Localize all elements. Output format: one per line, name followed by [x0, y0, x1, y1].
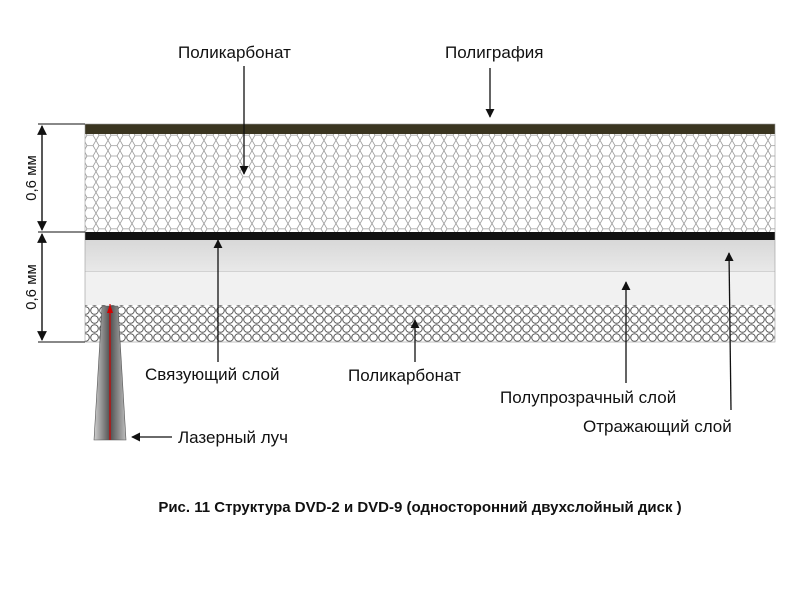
reflective-light-layer — [85, 272, 775, 305]
dimension-lower-label: 0,6 мм — [23, 264, 40, 310]
semi-transparent-gray-layer — [85, 240, 775, 272]
label-semi-transparent-layer: Полупрозрачный слой — [500, 388, 676, 407]
laser-axis-arrowhead — [107, 304, 113, 313]
label-polycarbonate-top: Поликарбонат — [178, 43, 291, 62]
printing-layer — [85, 124, 775, 134]
dimension-upper-label: 0,6 мм — [23, 155, 40, 201]
label-reflective-layer: Отражающий слой — [583, 417, 732, 436]
label-laser-beam: Лазерный луч — [178, 428, 288, 447]
dimension-upper: 0,6 мм — [23, 123, 85, 233]
polycarbonate-bottom-layer — [85, 305, 775, 342]
figure-caption: Рис. 11 Структура DVD-2 и DVD-9 (односто… — [158, 499, 681, 516]
disc-outline — [84, 123, 776, 343]
label-printing: Полиграфия — [445, 43, 544, 62]
label-polycarbonate-bottom: Поликарбонат — [348, 366, 461, 385]
pointer-reflective-layer — [724, 252, 734, 411]
bonding-dark-layer — [85, 232, 775, 240]
polycarbonate-top-layer — [85, 134, 775, 232]
label-bonding-layer: Связующий слой — [145, 365, 279, 384]
dimension-lower: 0,6 мм — [23, 233, 85, 343]
